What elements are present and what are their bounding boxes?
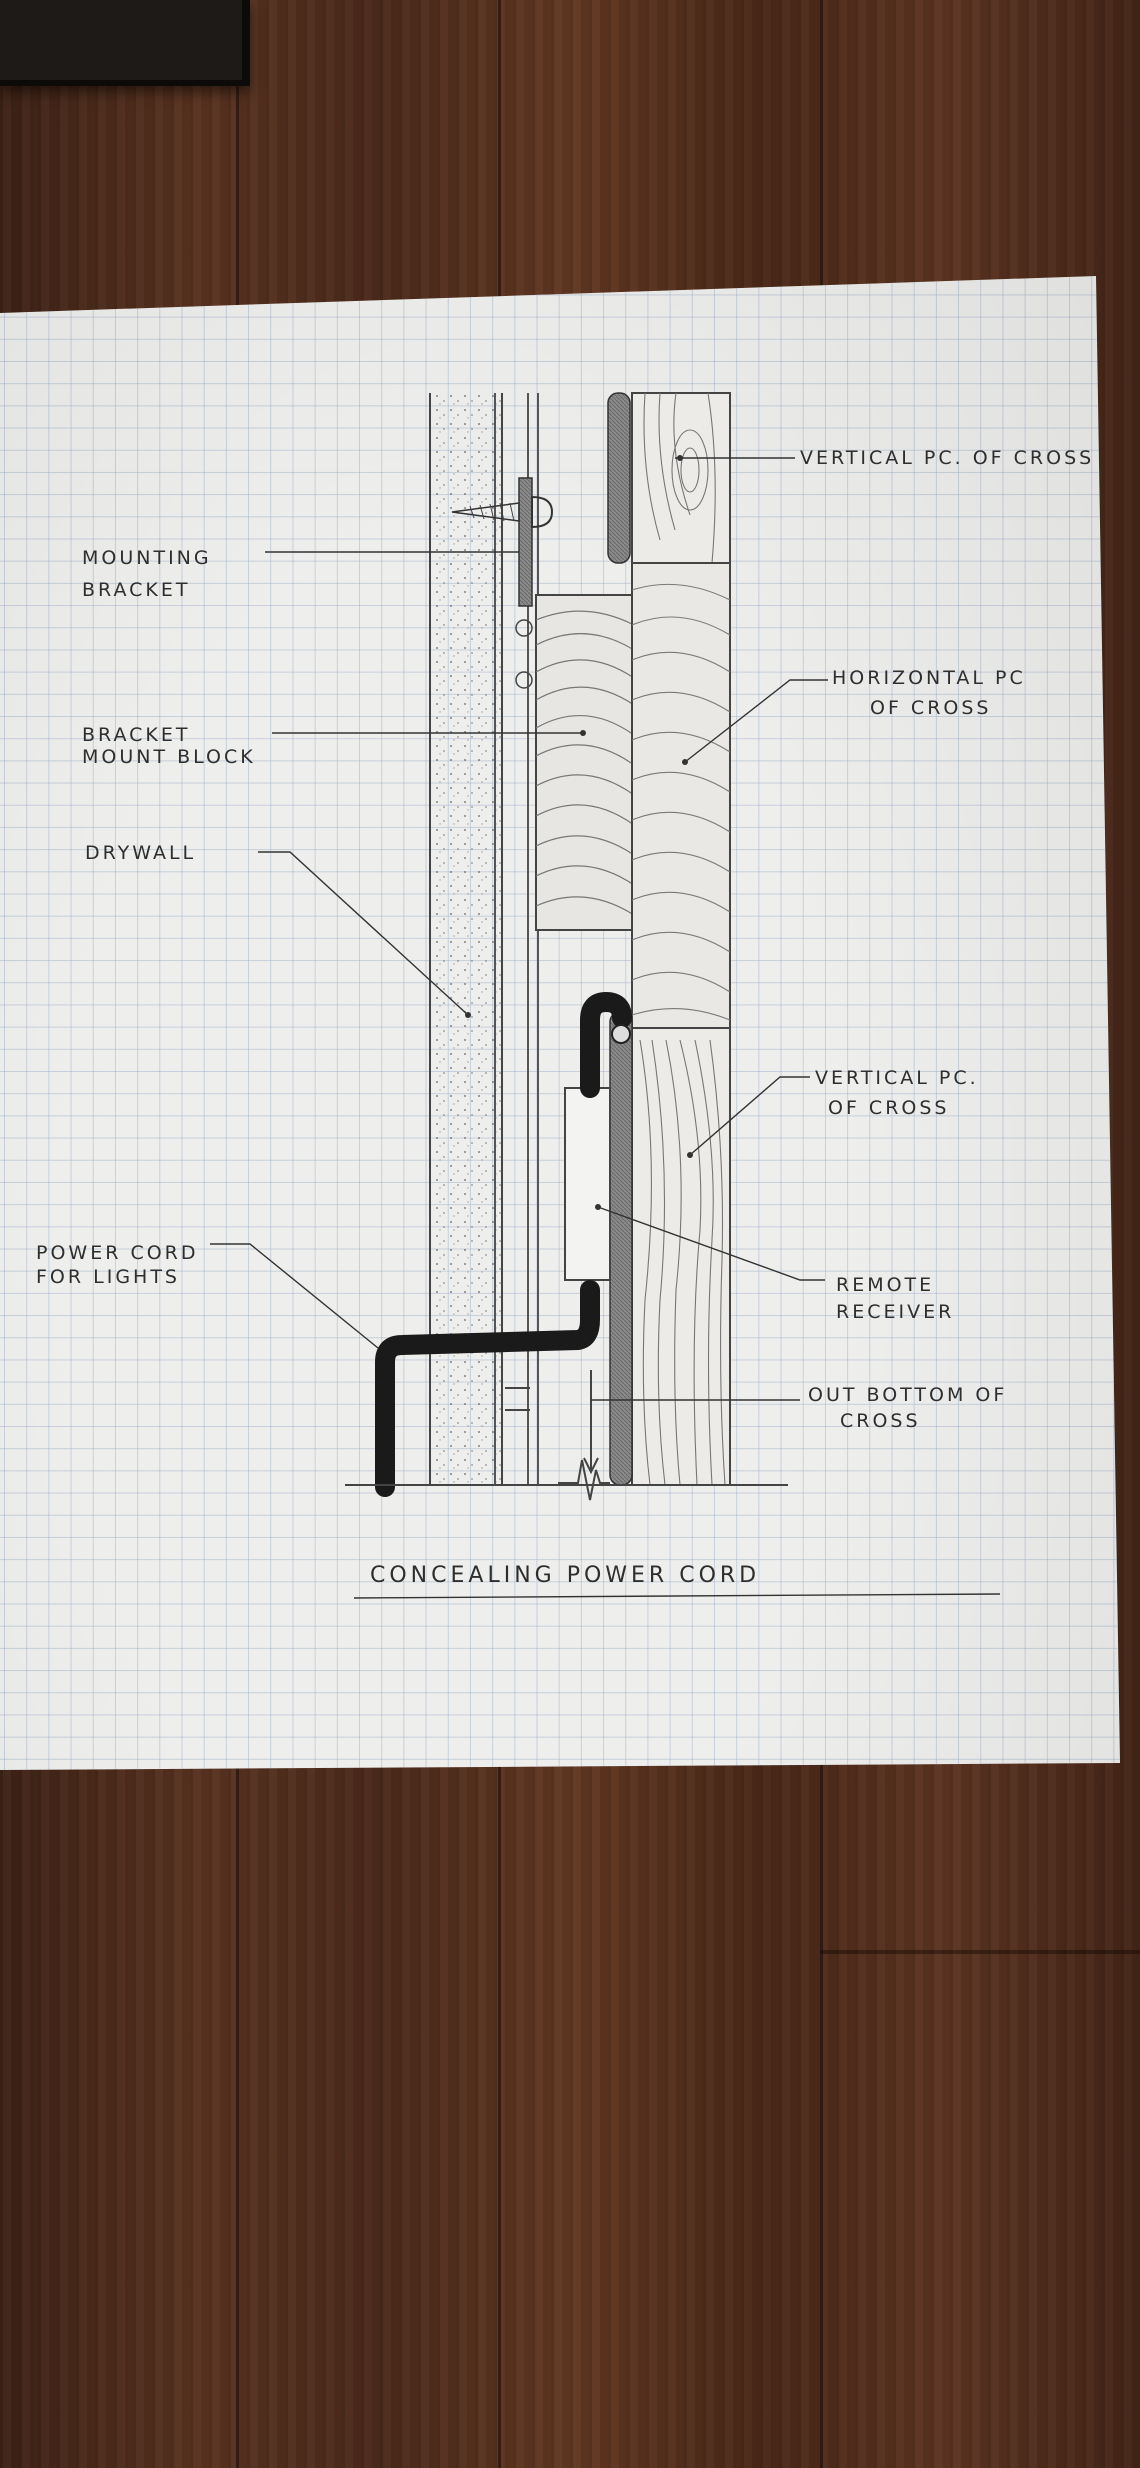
mounting-bracket xyxy=(451,477,554,689)
label-vertical-pc-top: Vertical Pc. of Cross xyxy=(800,447,1095,469)
table-plank-joint xyxy=(820,1950,1140,1954)
leader-lines xyxy=(210,457,1001,1599)
vertical-piece-lower xyxy=(609,1011,731,1486)
label-remote-receiver-line2: Receiver xyxy=(836,1301,955,1323)
label-bracket-mount-block-line1: Bracket xyxy=(82,724,191,746)
label-power-cord-line2: for lights xyxy=(36,1266,180,1288)
horizontal-piece xyxy=(631,562,731,1029)
label-remote-receiver-line1: Remote xyxy=(836,1274,935,1296)
picture-frame-corner xyxy=(0,0,250,86)
label-mounting-bracket-line1: Mounting xyxy=(82,547,212,569)
label-horizontal-pc-line2: of cross xyxy=(870,697,992,719)
label-out-bottom-line2: Cross xyxy=(840,1410,921,1432)
label-drywall: Drywall xyxy=(85,842,197,864)
drywall-section xyxy=(429,393,503,1485)
power-cord xyxy=(375,992,632,1497)
leader-dots xyxy=(465,455,693,1210)
label-mounting-bracket-line2: Bracket xyxy=(82,579,191,601)
label-power-cord-line1: Power Cord xyxy=(36,1242,199,1264)
bracket-mount-block xyxy=(535,594,635,931)
label-bracket-mount-block-line2: Mount Block xyxy=(82,746,256,768)
drawing-title: Concealing Power Cord xyxy=(370,1563,761,1588)
vertical-piece-top xyxy=(607,392,731,564)
label-vertical-pc-lower-line2: of cross xyxy=(828,1097,950,1119)
remote-receiver-box xyxy=(564,1087,611,1281)
lower-details xyxy=(345,1370,788,1501)
label-out-bottom-line1: Out bottom of xyxy=(808,1384,1008,1406)
label-vertical-pc-lower-line1: Vertical Pc. xyxy=(815,1067,979,1089)
label-horizontal-pc-line1: Horizontal Pc xyxy=(832,667,1026,689)
